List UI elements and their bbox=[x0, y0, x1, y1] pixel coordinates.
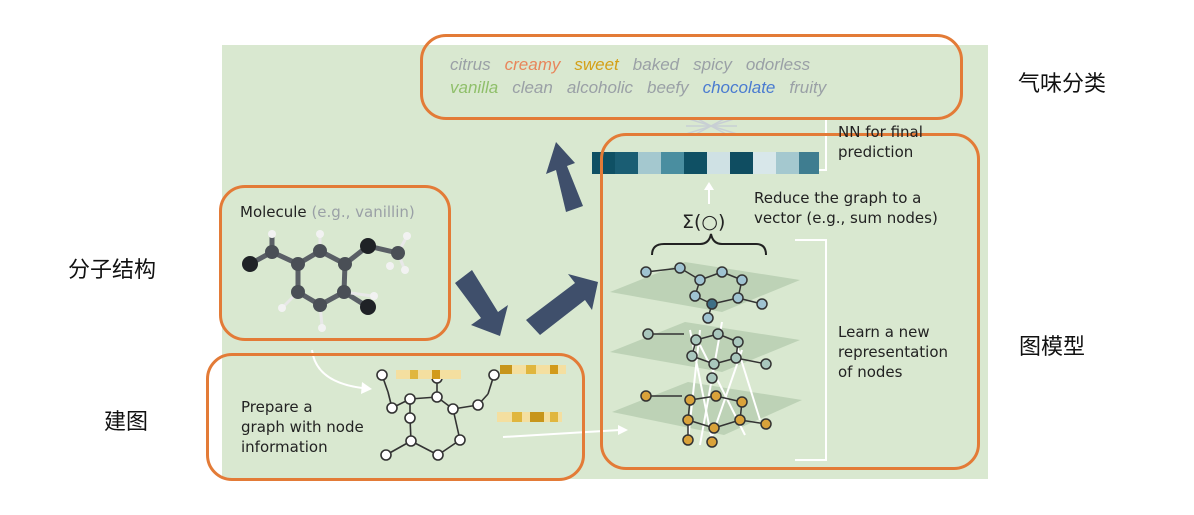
odor-label: clean bbox=[512, 78, 553, 97]
odor-label: sweet bbox=[574, 55, 619, 74]
arrow-to-graph bbox=[455, 270, 508, 336]
learn-line-3: of nodes bbox=[838, 363, 903, 381]
odor-label: creamy bbox=[504, 55, 561, 74]
reduce-graph-text: Reduce the graph to a vector (e.g., sum … bbox=[754, 188, 938, 228]
molecule-example: (e.g., vanillin) bbox=[311, 203, 415, 221]
nn-line-2: prediction bbox=[838, 143, 914, 161]
label-odor-classification: 气味分类 bbox=[1018, 72, 1107, 97]
odor-label: citrus bbox=[450, 55, 491, 74]
nn-prediction-text: NN for final prediction bbox=[838, 122, 923, 162]
reduce-line-2: vector (e.g., sum nodes) bbox=[754, 209, 938, 227]
molecule-label: Molecule bbox=[240, 203, 307, 221]
learn-line-1: Learn a new bbox=[838, 323, 930, 341]
odor-label: alcoholic bbox=[566, 78, 633, 97]
sum-symbol: Σ(○) bbox=[682, 211, 726, 233]
molecule-title: Molecule (e.g., vanillin) bbox=[240, 202, 415, 222]
odor-label: baked bbox=[632, 55, 680, 74]
odor-label: odorless bbox=[745, 55, 811, 74]
graph-model-box bbox=[600, 133, 980, 470]
learn-line-2: representation bbox=[838, 343, 949, 361]
graph-prep-text: Prepare a graph with node information bbox=[241, 397, 364, 457]
graph-prep-line-3: information bbox=[241, 438, 328, 456]
arrow-to-output bbox=[546, 142, 583, 212]
odor-label: beefy bbox=[647, 78, 689, 97]
graph-prep-box bbox=[206, 353, 585, 481]
odor-row-1: citrus creamy sweet baked spicy odorless bbox=[450, 55, 824, 75]
label-build-graph: 建图 bbox=[104, 410, 149, 435]
graph-prep-line-2: graph with node bbox=[241, 418, 364, 436]
odor-classification-box bbox=[420, 34, 963, 120]
odor-label: chocolate bbox=[702, 78, 776, 97]
reduce-line-1: Reduce the graph to a bbox=[754, 189, 922, 207]
odor-label: spicy bbox=[693, 55, 732, 74]
odor-label: fruity bbox=[789, 78, 827, 97]
label-molecular-structure: 分子结构 bbox=[68, 258, 157, 283]
learn-representation-text: Learn a new representation of nodes bbox=[838, 322, 948, 382]
nn-line-1: NN for final bbox=[838, 123, 923, 141]
graph-prep-line-1: Prepare a bbox=[241, 398, 313, 416]
label-graph-model: 图模型 bbox=[1019, 335, 1086, 360]
arrow-to-model bbox=[526, 274, 598, 335]
odor-label: vanilla bbox=[450, 78, 499, 97]
molecule-box bbox=[219, 185, 451, 341]
odor-row-2: vanilla clean alcoholic beefy chocolate fruit… bbox=[450, 78, 840, 98]
